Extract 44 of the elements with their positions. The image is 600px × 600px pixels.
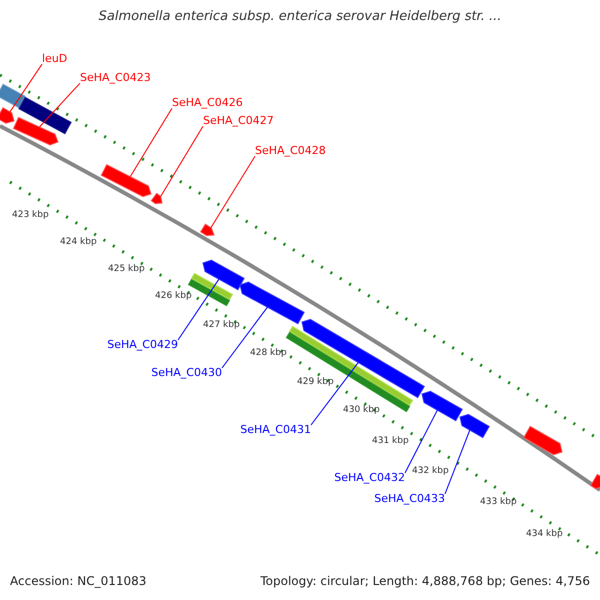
gene-feature-block <box>0 107 15 124</box>
scale-label: 428 kbp <box>250 348 287 359</box>
scale-label: 432 kbp <box>412 466 449 477</box>
scale-label: 431 kbp <box>372 436 409 447</box>
leader-line <box>210 156 256 228</box>
scale-label: 433 kbp <box>480 497 517 508</box>
footer-text: Accession: NC_011083 <box>10 574 146 588</box>
title: Salmonella enterica subsp. enterica serovar Heidelberg str. ... <box>98 9 502 25</box>
leader-line <box>444 430 470 494</box>
gene-label: SeHA_C0429 <box>107 338 178 352</box>
scale-label: 425 kbp <box>108 264 145 275</box>
scale-label: 427 kbp <box>203 320 240 331</box>
gene-label: SeHA_C0427 <box>203 114 274 128</box>
footer-text: Topology: circular; Length: 4,888,768 bp; Genes: 4,756 <box>260 574 590 588</box>
gene-label: SeHA_C0432 <box>334 471 405 484</box>
leader-line <box>178 278 220 340</box>
gene-feature-block <box>239 282 305 324</box>
gene-feature-block <box>200 224 215 236</box>
scale-label: 424 kbp <box>60 237 97 248</box>
gene-feature-block <box>202 260 245 290</box>
gene-label: SeHA_C0433 <box>374 492 445 506</box>
leader-line <box>130 108 172 178</box>
gene-label: SeHA_C0426 <box>172 96 243 110</box>
gene-feature-block <box>459 414 490 438</box>
scale-label: 423 kbp <box>12 210 49 221</box>
gene-label: SeHA_C0430 <box>151 366 222 380</box>
scale-label: 426 kbp <box>155 291 192 302</box>
scale-label: 429 kbp <box>297 377 334 388</box>
gene-label: leuD <box>42 52 68 66</box>
gene-label: SeHA_C0428 <box>255 144 326 158</box>
leader-line <box>310 362 359 426</box>
gene-label: SeHA_C0423 <box>80 71 151 84</box>
scale-label: 434 kbp <box>526 529 563 540</box>
gene-feature-block <box>12 116 59 146</box>
gene-feature-block <box>421 390 463 422</box>
leader-line <box>39 82 80 128</box>
leader-line <box>160 126 204 197</box>
scale-label: 430 kbp <box>343 405 380 416</box>
leader-line <box>10 64 42 112</box>
gene-feature-block <box>100 164 152 198</box>
gene-label: SeHA_C0431 <box>240 423 311 436</box>
leader-line <box>404 410 438 474</box>
leader-line <box>222 306 268 368</box>
gene-feature-block <box>150 192 163 204</box>
